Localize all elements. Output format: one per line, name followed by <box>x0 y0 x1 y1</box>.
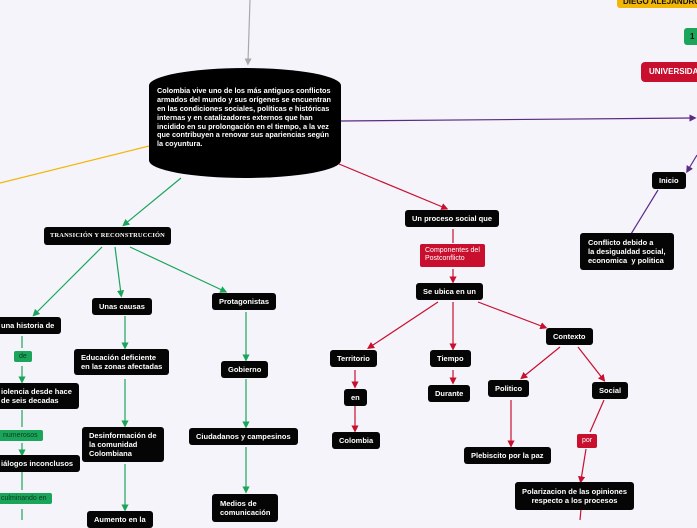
central-topic-node[interactable]: Colombia vive uno de los más antiguos co… <box>149 68 341 178</box>
ubica-node[interactable]: Se ubica en un <box>416 283 483 300</box>
plebiscito-node[interactable]: Plebiscito por la paz <box>464 447 551 464</box>
tiempo-node[interactable]: Tiempo <box>430 350 471 367</box>
medios-node[interactable]: Medios de comunicación <box>212 494 279 522</box>
dialogos-node[interactable]: iálogos inconclusos <box>0 455 81 472</box>
protagonistas-node[interactable]: Protagonistas <box>212 293 277 310</box>
gobierno-node[interactable]: Gobierno <box>221 361 269 378</box>
en-node[interactable]: en <box>344 389 367 406</box>
contexto-node[interactable]: Contexto <box>546 328 593 345</box>
de-link-label: de <box>14 351 32 362</box>
desinformacion-node[interactable]: Desinformación de la comunidad Colombian… <box>82 427 164 462</box>
corner-green-node[interactable]: 1 <box>684 28 697 45</box>
educacion-node[interactable]: Educación deficiente en las zonas afecta… <box>74 349 170 375</box>
causas-node[interactable]: Unas causas <box>92 298 152 315</box>
conflicto-node[interactable]: Conflicto debido a la desigualdad social… <box>580 233 674 270</box>
culminando-link-label: culminando en <box>0 493 52 504</box>
historia-node[interactable]: una historia de <box>0 317 62 334</box>
politico-node[interactable]: Politico <box>488 380 530 397</box>
numerosos-link-label: numerosos <box>0 430 43 441</box>
proceso-node[interactable]: Un proceso social que <box>405 210 500 227</box>
polarizacion-node[interactable]: Polarizacion de las opiniones respecto a… <box>515 482 635 510</box>
ciudadanos-node[interactable]: Ciudadanos y campesinos <box>189 428 298 445</box>
transicion-node[interactable]: TRANSICIÓN Y RECONSTRUCCIÓN <box>44 227 172 245</box>
author-name-node[interactable]: DIEGO ALEJANDRO <box>617 0 697 8</box>
componentes-label: Componentes del Postconflicto <box>420 244 485 267</box>
social-node[interactable]: Social <box>592 382 629 399</box>
university-node[interactable]: UNIVERSIDAD <box>641 62 697 82</box>
durante-node[interactable]: Durante <box>428 385 471 402</box>
territorio-node[interactable]: Territorio <box>330 350 377 367</box>
colombia-node[interactable]: Colombia <box>332 432 381 449</box>
por-link-label: por <box>577 434 598 449</box>
inicio-node[interactable]: Inicio <box>652 172 686 189</box>
violencia-node[interactable]: iolencia desde hace de seis decadas <box>0 383 79 409</box>
